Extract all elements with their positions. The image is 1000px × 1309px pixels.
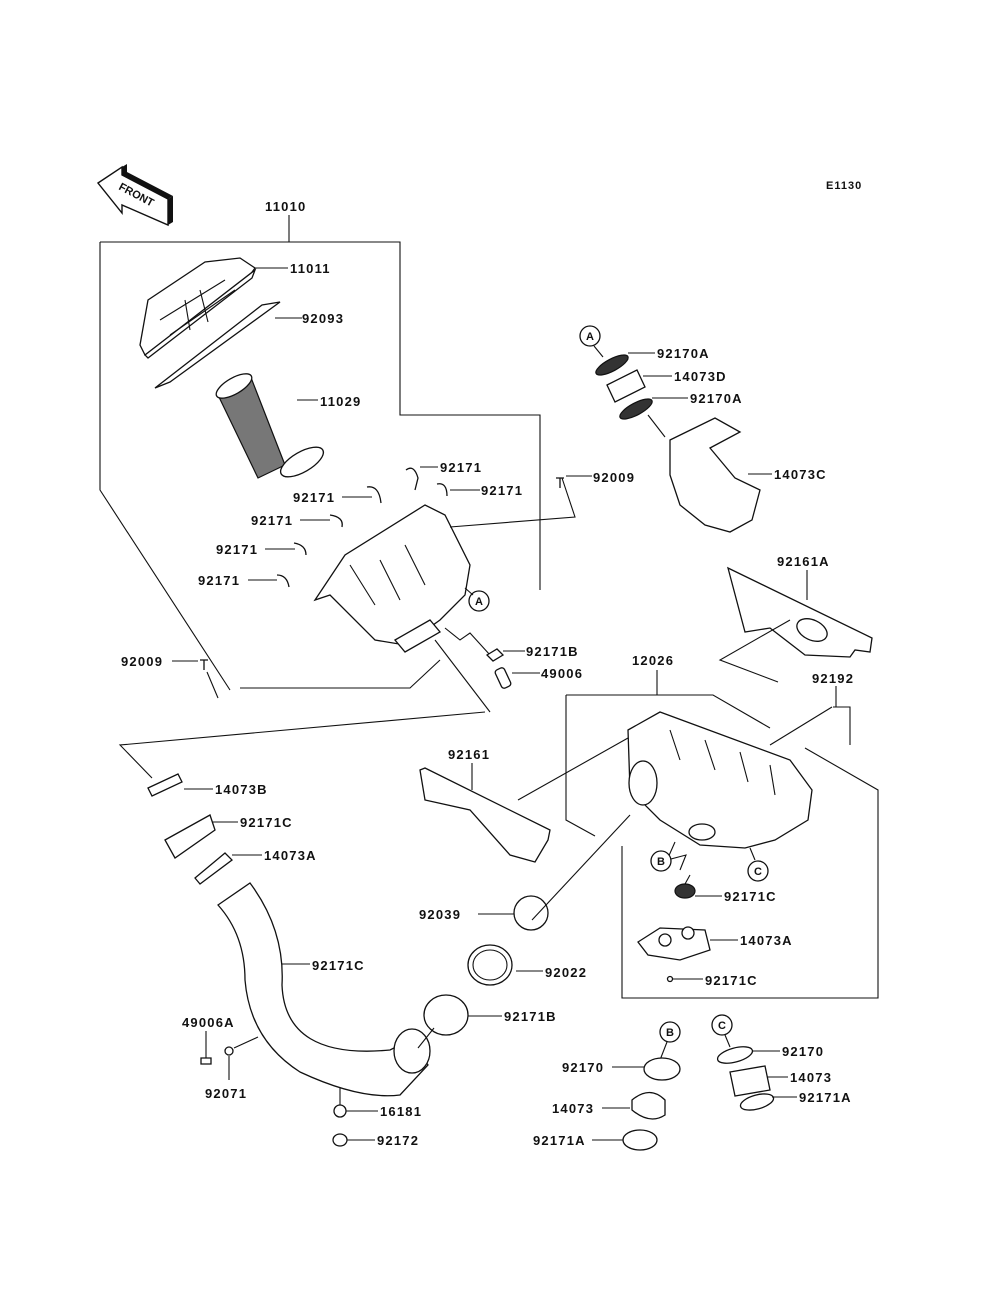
label-92171-d: 92171	[251, 513, 293, 528]
label-14073A-2: 92022	[545, 965, 587, 980]
part-92171A-c	[739, 1093, 775, 1111]
part-92171B-top	[485, 648, 505, 662]
label-92172: 92171C	[705, 973, 758, 988]
label-11011: 11011	[290, 261, 331, 276]
ref-b-label: B	[657, 856, 665, 868]
part-14073B	[217, 882, 429, 1097]
label-14073-c: 14073	[790, 1070, 832, 1085]
label-14073-b: 14073	[552, 1101, 594, 1116]
group-label-12026: 12026	[632, 653, 674, 668]
label-92171C-4: 92171B	[504, 1009, 557, 1024]
part-92161	[419, 767, 551, 863]
part-16181	[637, 927, 711, 961]
ref-a-marker-2	[579, 325, 601, 347]
part-92170A-2	[619, 398, 653, 420]
part-14073-b	[631, 1091, 666, 1120]
label-14073C: 14073C	[774, 467, 827, 482]
part-49006A	[332, 1133, 348, 1147]
screw-icon	[200, 659, 208, 670]
label-92171C-2: 14073A	[264, 848, 317, 863]
part-92071	[674, 883, 696, 899]
clip-icons	[276, 467, 448, 588]
part-airbox-case	[313, 504, 471, 653]
ref-b-marker-2	[659, 1021, 681, 1043]
part-92161A	[727, 566, 873, 658]
ref-a-marker	[468, 590, 490, 612]
label-92171A-b: 92171A	[533, 1133, 586, 1148]
label-92171A-c: 92171A	[799, 1090, 852, 1105]
label-92170A-2: 92170A	[690, 391, 743, 406]
label-92161A: 92161A	[777, 554, 830, 569]
ref-c-label: C	[754, 866, 762, 878]
label-92171-a: 92171	[440, 460, 482, 475]
part-92093-gasket	[154, 301, 281, 389]
label-92009-left: 92009	[121, 654, 163, 669]
part-14073-c	[729, 1065, 771, 1097]
ref-c-label-2: C	[718, 1020, 726, 1032]
label-92093: 92093	[302, 311, 344, 326]
label-49006: 49006	[541, 666, 583, 681]
label-14073B: 92171C	[312, 958, 365, 973]
part-14073A-2	[467, 944, 513, 986]
ref-a-label: A	[475, 596, 483, 608]
label-14073A-1: 92171C	[240, 815, 293, 830]
part-92171C-1	[147, 773, 183, 797]
part-12026-chamber	[627, 711, 813, 849]
group-11010: 11010	[99, 199, 541, 691]
label-16181: 14073A	[740, 933, 793, 948]
diagram-code: E1130	[826, 180, 862, 192]
ref-c-marker	[747, 860, 769, 882]
label-92009-right: 92009	[593, 470, 635, 485]
front-arrow-icon: FRONT	[96, 164, 173, 227]
part-92170-c	[716, 1046, 754, 1064]
part-11011-cover	[139, 257, 257, 359]
label-11029: 11029	[320, 394, 361, 409]
label-92192: 92192	[812, 671, 854, 686]
part-92022-washer	[224, 1046, 234, 1056]
label-92170A-1: 92170A	[657, 346, 710, 361]
label-92071: 92171C	[724, 889, 777, 904]
label-92171B-top: 92171B	[526, 644, 579, 659]
part-49006	[494, 667, 512, 689]
label-49006A: 92172	[377, 1133, 419, 1148]
part-92171B-bottom	[333, 1104, 347, 1118]
part-92171A-b	[622, 1129, 658, 1151]
part-92172	[666, 975, 674, 983]
label-92161: 92161	[448, 747, 490, 762]
screw-icon	[556, 477, 564, 488]
part-11029-filter	[215, 373, 325, 479]
part-92170A-1	[595, 354, 629, 376]
ref-c-marker-2	[711, 1014, 733, 1036]
label-92171-e: 92171	[216, 542, 258, 557]
label-92171-c: 92171	[293, 490, 335, 505]
label-92171-b: 92171	[481, 483, 523, 498]
part-14073A-1	[164, 814, 216, 859]
label-92170-b: 92170	[562, 1060, 604, 1075]
part-92171C-2	[194, 852, 233, 885]
label-92171C-1: 14073B	[215, 782, 268, 797]
label-92022: 92071	[205, 1086, 247, 1101]
label-14073D: 14073D	[674, 369, 727, 384]
part-92171C-3	[513, 895, 549, 931]
ref-a-label-2: A	[586, 331, 594, 343]
part-14073C	[669, 417, 761, 533]
part-92171C-4	[423, 994, 469, 1036]
label-92170-c: 92170	[782, 1044, 824, 1059]
part-92170-b	[643, 1057, 681, 1081]
group-label-11010: 11010	[265, 199, 306, 214]
label-92039: 49006A	[182, 1015, 235, 1030]
group-12026: 12026	[565, 653, 879, 999]
ref-b-marker	[650, 850, 672, 872]
part-14073D	[606, 369, 646, 403]
part-92039-bolt	[200, 1057, 212, 1065]
label-92171C-3: 92039	[419, 907, 461, 922]
label-92171B-bottom: 16181	[380, 1104, 422, 1119]
label-92171-f: 92171	[198, 573, 240, 588]
ref-b-label-2: B	[666, 1027, 674, 1039]
